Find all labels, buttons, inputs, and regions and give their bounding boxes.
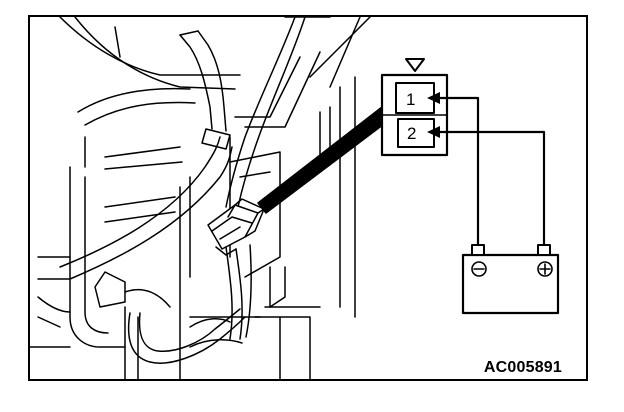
negative-terminal-icon: [471, 261, 487, 277]
positive-terminal-icon: [537, 261, 553, 277]
battery: [461, 244, 560, 315]
pin-2-arrow-icon: [427, 126, 440, 138]
pin-1-label: 1: [406, 90, 415, 109]
figure-id-code: AC005891: [483, 359, 562, 376]
zoom-callout-wedge: [257, 106, 389, 214]
diagram-frame: 1 2 AC005891: [28, 15, 588, 381]
downward-triangle-icon: [405, 58, 425, 72]
vehicle-connector: [207, 198, 265, 256]
diagram-illustration: 1 2: [30, 17, 560, 379]
pin-2-label: 2: [407, 124, 416, 143]
pin-arrows: [427, 92, 440, 138]
pin-1-arrow-icon: [427, 92, 440, 104]
wiring-harness: [59, 17, 306, 364]
jumper-wires: [432, 96, 546, 247]
